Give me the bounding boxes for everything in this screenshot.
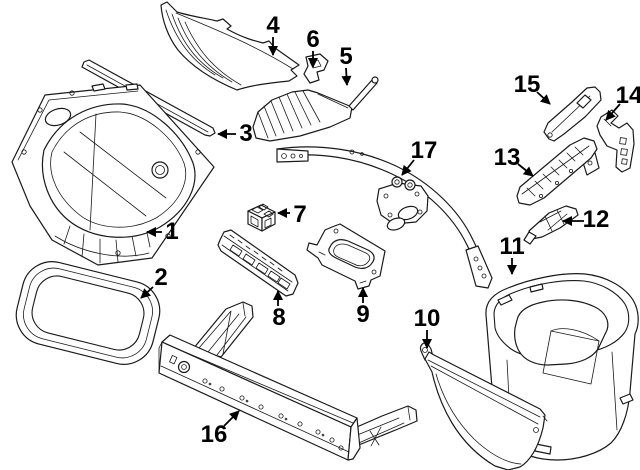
callout-8[interactable]: 8 bbox=[272, 290, 286, 331]
callout-number-7[interactable]: 7 bbox=[293, 201, 306, 228]
callout-3[interactable]: 3 bbox=[217, 120, 253, 147]
callout-arrow-5 bbox=[341, 67, 352, 86]
part-corner-bracket bbox=[596, 109, 635, 173]
callout-number-13[interactable]: 13 bbox=[494, 144, 521, 171]
part-rubber-mount-block bbox=[247, 203, 276, 232]
callout-12[interactable]: 12 bbox=[562, 206, 610, 233]
callout-arrow-14 bbox=[605, 103, 621, 121]
callout-number-10[interactable]: 10 bbox=[414, 305, 441, 332]
callout-11[interactable]: 11 bbox=[499, 233, 525, 275]
callout-4[interactable]: 4 bbox=[266, 12, 280, 56]
part-quarter-trim-panel bbox=[543, 86, 602, 142]
callout-number-11[interactable]: 11 bbox=[499, 233, 524, 260]
callout-1[interactable]: 1 bbox=[146, 218, 179, 245]
callout-number-5[interactable]: 5 bbox=[339, 43, 352, 70]
callout-15[interactable]: 15 bbox=[514, 71, 551, 105]
part-well-seal-ring bbox=[15, 261, 161, 365]
callout-number-4[interactable]: 4 bbox=[266, 12, 280, 39]
callout-number-12[interactable]: 12 bbox=[583, 206, 610, 233]
callout-14[interactable]: 14 bbox=[605, 82, 640, 121]
part-cowl-side-trim bbox=[252, 76, 379, 142]
callout-number-17[interactable]: 17 bbox=[411, 137, 438, 164]
callout-number-1[interactable]: 1 bbox=[165, 218, 178, 245]
part-retaining-clip bbox=[303, 53, 329, 84]
callout-2[interactable]: 2 bbox=[140, 264, 168, 299]
callout-number-14[interactable]: 14 bbox=[616, 82, 640, 109]
callout-number-6[interactable]: 6 bbox=[306, 26, 319, 53]
part-support-wedge bbox=[523, 205, 579, 245]
part-reinforcement-plate bbox=[306, 223, 386, 290]
callout-number-8[interactable]: 8 bbox=[272, 304, 285, 331]
callout-6[interactable]: 6 bbox=[306, 26, 320, 68]
callout-number-2[interactable]: 2 bbox=[154, 264, 167, 291]
part-rear-storage-well bbox=[11, 83, 215, 266]
callout-arrow-15 bbox=[536, 91, 551, 105]
part-lower-trim-tray bbox=[419, 342, 548, 470]
callout-number-16[interactable]: 16 bbox=[201, 421, 228, 448]
callout-10[interactable]: 10 bbox=[414, 305, 441, 349]
part-cowl-grille-panel bbox=[160, 1, 300, 91]
part-mounting-bracket bbox=[217, 229, 299, 297]
callout-number-15[interactable]: 15 bbox=[514, 71, 541, 98]
callout-arrow-2 bbox=[140, 286, 154, 299]
callout-17[interactable]: 17 bbox=[401, 137, 438, 176]
callout-arrow-13 bbox=[517, 163, 534, 177]
callout-arrow-16 bbox=[223, 410, 240, 427]
part-crossmember-rail bbox=[158, 301, 418, 461]
callout-arrow-17 bbox=[401, 159, 415, 176]
callout-13[interactable]: 13 bbox=[494, 144, 534, 177]
part-support-bow bbox=[276, 146, 493, 289]
callout-9[interactable]: 9 bbox=[356, 287, 370, 328]
callout-7[interactable]: 7 bbox=[277, 201, 307, 228]
callout-5[interactable]: 5 bbox=[339, 43, 353, 86]
callout-number-9[interactable]: 9 bbox=[356, 301, 369, 328]
callout-16[interactable]: 16 bbox=[201, 410, 240, 448]
callout-number-3[interactable]: 3 bbox=[239, 120, 252, 147]
part-rocker-trim-panel bbox=[516, 137, 600, 206]
